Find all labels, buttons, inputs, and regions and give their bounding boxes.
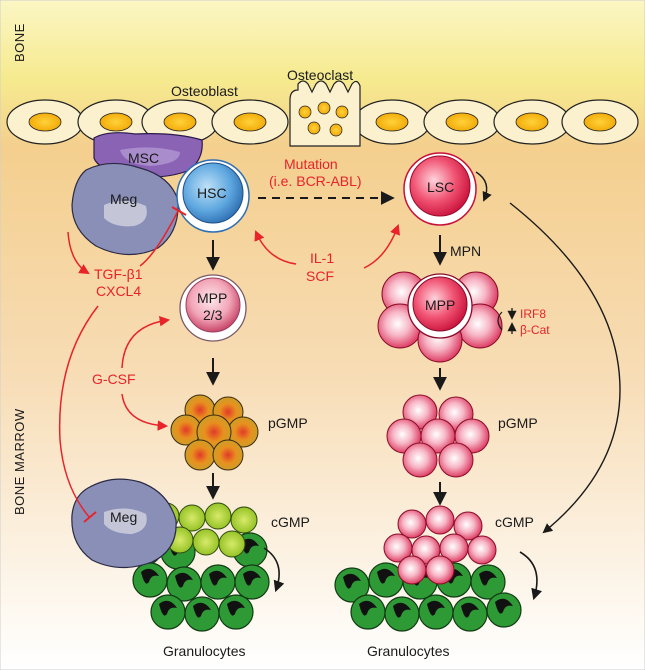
mutation-example-label: (i.e. BCR-ABL) <box>269 173 362 189</box>
mpp-leukemic-cluster <box>377 271 503 363</box>
cxcl4-label: CXCL4 <box>96 283 141 299</box>
cgmp-leukemic-differentiation-arrow <box>519 551 543 601</box>
osteoblast-cell <box>353 99 431 145</box>
granulocyte-cell <box>350 594 386 630</box>
lsc-cell <box>403 152 477 226</box>
scf-label: SCF <box>306 268 334 284</box>
meg-bottom-label: Meg <box>110 509 137 525</box>
lsc-to-cgmp-long-arrow <box>509 202 621 534</box>
hsc-cell <box>176 159 250 233</box>
granulocyte-cell <box>384 596 420 632</box>
granulocyte-cell <box>132 562 168 598</box>
osteoblast-cell <box>141 99 219 145</box>
bone-label: BONE <box>12 23 27 62</box>
pgmp-leukemic-label: pGMP <box>498 415 538 431</box>
hsc-label: HSC <box>197 185 227 201</box>
granulocyte-cell <box>452 596 488 632</box>
mpn-label: MPN <box>450 243 481 259</box>
tgf-inhibits-hsc-bar <box>171 206 187 216</box>
il1-to-lsc-arrow <box>363 224 400 269</box>
granulocytes-leukemic-label: Granulocytes <box>367 643 449 659</box>
granulocyte-cell <box>184 596 220 632</box>
granulocyte-cell <box>218 594 254 630</box>
il1-label: IL-1 <box>310 250 334 266</box>
granulocyte-cell <box>234 564 270 600</box>
lsc-self-renewal-arrow <box>475 171 492 202</box>
mpp-leukemic-label: MPP <box>425 297 455 313</box>
osteoclast-cell <box>289 80 361 147</box>
mpp-normal-cell <box>179 274 247 342</box>
mpp-normal-sublabel: 2/3 <box>203 307 223 323</box>
osteoblast-cell <box>6 99 84 145</box>
mpp-leukemic-curl <box>497 311 503 331</box>
osteoblast-cell <box>211 99 289 145</box>
osteoblast-row <box>6 99 639 145</box>
il1-to-hsc-arrow <box>254 230 297 265</box>
gcsf-label: G-CSF <box>92 371 136 387</box>
lsc-label: LSC <box>427 179 454 195</box>
meg-cell-bottom <box>71 478 177 569</box>
meg-inhibition-bar <box>83 511 97 523</box>
mutation-label: Mutation <box>284 156 338 172</box>
granulocyte-cell <box>200 564 236 600</box>
granulocyte-cell <box>334 567 370 603</box>
granulocyte-cell <box>486 592 522 628</box>
gcsf-to-pgmp-arrow <box>121 393 169 431</box>
pgmp-normal-label: pGMP <box>268 415 308 431</box>
pgmp-normal-cluster <box>170 394 259 471</box>
cgmp-normal-differentiation-arrow <box>263 547 285 593</box>
osteoclast-label: Osteoclast <box>287 67 353 83</box>
granulocyte-cell <box>150 594 186 630</box>
meg-cell-top <box>71 162 179 256</box>
cgmp-leukemic-cluster <box>334 505 522 632</box>
meg-top-label: Meg <box>110 191 137 207</box>
granulocytes-normal-label: Granulocytes <box>163 643 245 659</box>
irf8-label: IRF8 <box>520 307 546 321</box>
pgmp-leukemic-cluster <box>386 394 490 478</box>
granulocyte-cell <box>166 566 202 602</box>
meg-inhibition-line <box>58 305 99 519</box>
cgmp-normal-label: cGMP <box>271 514 310 530</box>
osteoblast-cell <box>493 99 571 145</box>
tgf-inhibits-hsc-line <box>139 210 179 267</box>
tgf-b1-label: TGF-β1 <box>94 266 143 282</box>
meg-to-tgf-arrow <box>67 231 90 275</box>
msc-label: MSC <box>128 150 159 166</box>
bone-marrow-label: BONE MARROW <box>12 408 27 515</box>
osteoblast-cell <box>561 99 639 145</box>
osteoblast-cell <box>423 99 501 145</box>
bcat-label: β-Cat <box>520 323 550 337</box>
mpp-normal-label: MPP <box>197 290 227 306</box>
cgmp-leukemic-label: cGMP <box>495 514 534 530</box>
osteoblast-label: Osteoblast <box>171 83 238 99</box>
gcsf-to-mpp-arrow <box>121 315 171 369</box>
granulocyte-cell <box>418 594 454 630</box>
granulocyte-cell <box>470 564 506 600</box>
granulocyte-cell <box>368 562 404 598</box>
